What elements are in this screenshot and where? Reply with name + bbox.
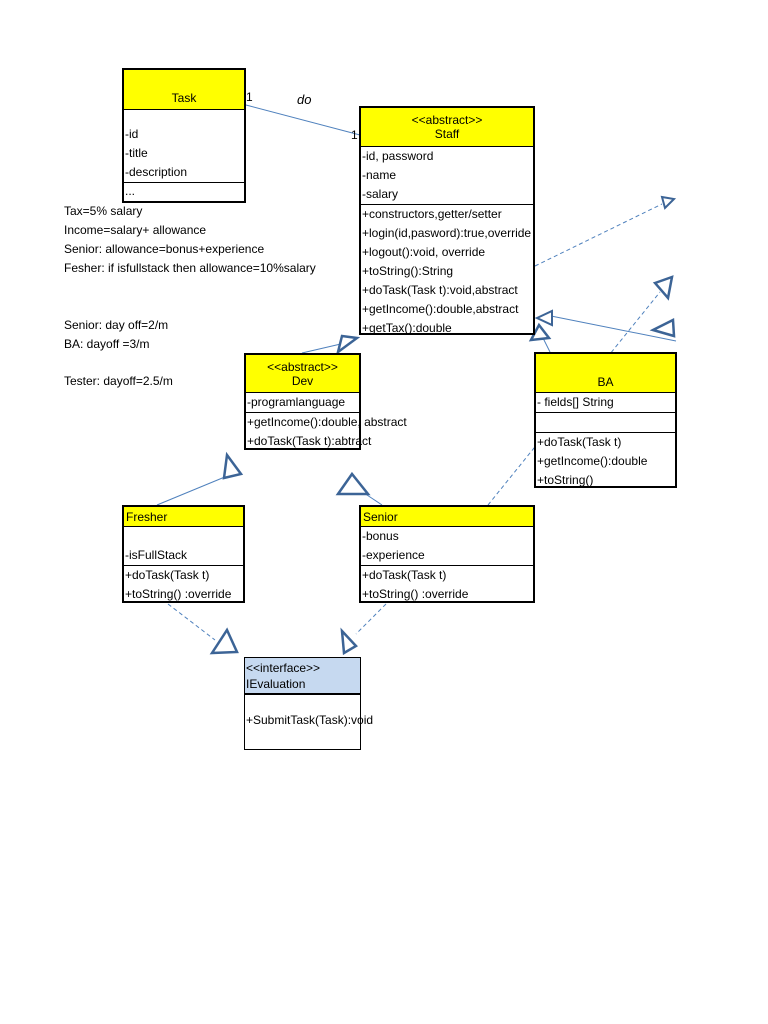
note-dayoff-tester: Tester: dayoff=2.5/m xyxy=(64,374,173,388)
ba-class-name: BA xyxy=(536,354,675,393)
staff-op-gettax: +getTax():double xyxy=(362,321,452,335)
task-attr-title: -title xyxy=(125,146,148,160)
fresher-class[interactable]: Fresher -isFullStack +doTask(Task t) +to… xyxy=(122,505,245,603)
staff-multiplicity: 1 xyxy=(351,128,358,142)
association-label: do xyxy=(297,92,312,107)
staff-class-name: Staff xyxy=(434,127,460,141)
association-line xyxy=(245,104,361,136)
staff-stereotype: <<abstract>> xyxy=(411,113,483,127)
task-attr-id: -id xyxy=(125,127,139,141)
note-senior-allowance: Senior: allowance=bonus+experience xyxy=(64,242,265,256)
task-class-name: Task xyxy=(124,70,244,110)
staff-class-header: <<abstract>> Staff xyxy=(361,108,533,147)
fresher-attr-isfullstack: -isFullStack xyxy=(125,548,188,562)
staff-interface-arrowhead xyxy=(660,195,677,210)
ievaluation-header: <<interface>> IEvaluation xyxy=(245,658,360,695)
fresher-ieval-arrowhead xyxy=(209,627,239,655)
staff-op-dotask: +doTask(Task t):void,abstract xyxy=(362,283,518,297)
staff-interface-line xyxy=(534,203,663,267)
note-fresher-allowance: Fesher: if isfullstack then allowance=10… xyxy=(64,261,316,275)
task-attr-description: -description xyxy=(125,165,188,179)
ba-class[interactable]: BA - fields[] String +doTask(Task t) +ge… xyxy=(534,352,677,488)
ba-op-tostring: +toString() xyxy=(537,473,594,487)
ievaluation-name: IEvaluation xyxy=(246,677,306,691)
senior-attr-experience: -experience xyxy=(362,548,425,562)
senior-attr-bonus: -bonus xyxy=(362,529,399,543)
dev-class-header: <<abstract>> Dev xyxy=(246,355,359,393)
staff-attr-salary: -salary xyxy=(362,187,399,201)
staff-op-getincome: +getIncome():double,abstract xyxy=(362,302,519,316)
staff-op-logout: +logout():void, override xyxy=(362,245,486,259)
ba-op-getincome: +getIncome():double xyxy=(537,454,648,468)
task-ops: ... xyxy=(124,182,244,200)
staff-op-tostring: +toString():String xyxy=(362,264,454,278)
dev-op-getincome: +getIncome():double, abstract xyxy=(246,412,407,432)
fresher-class-name: Fresher xyxy=(124,507,243,527)
ievaluation-interface[interactable]: <<interface>> IEvaluation +SubmitTask(Ta… xyxy=(244,657,374,750)
dev-class[interactable]: <<abstract>> Dev -programlanguage +getIn… xyxy=(244,353,407,450)
staff-class[interactable]: <<abstract>> Staff -id, password -name -… xyxy=(359,106,535,335)
offscreen-arrowhead-2 xyxy=(649,318,676,338)
fresher-realization-line xyxy=(167,603,216,641)
tester-staff-arrowhead xyxy=(534,309,553,327)
senior-dev-arrowhead xyxy=(335,471,371,496)
senior-class[interactable]: Senior -bonus -experience +doTask(Task t… xyxy=(359,505,535,603)
ba-attr-fields: - fields[] String xyxy=(537,395,614,409)
dev-class-name: Dev xyxy=(291,374,314,388)
fresher-op-dotask: +doTask(Task t) xyxy=(124,565,243,585)
note-income: Income=salary+ allowance xyxy=(64,223,207,237)
ievaluation-op-submittask: +SubmitTask(Task):void xyxy=(246,713,374,727)
ba-op-dotask: +doTask(Task t) xyxy=(536,432,675,452)
note-tax: Tax=5% salary xyxy=(64,204,143,218)
fresher-attr-empty xyxy=(124,527,243,546)
staff-attr-name: -name xyxy=(362,168,397,182)
dev-attr-programlanguage: -programlanguage xyxy=(247,395,346,409)
fresher-op-tostring: +toString() :override xyxy=(125,587,232,601)
dev-stereotype: <<abstract>> xyxy=(267,360,338,374)
staff-op-constructors: +constructors,getter/setter xyxy=(361,204,533,224)
fresher-dev-arrowhead xyxy=(222,451,244,480)
fresher-generalization-line xyxy=(156,473,233,506)
dev-staff-arrowhead xyxy=(335,334,361,356)
staff-op-login: +login(id,pasword):true,override xyxy=(362,226,532,240)
staff-attr-id: -id, password xyxy=(362,149,434,163)
dev-generalization-line xyxy=(301,342,346,354)
note-dayoff-senior: Senior: day off=2/m xyxy=(64,318,169,332)
task-class[interactable]: Task -id -title -description ... xyxy=(122,68,246,203)
offscreen-arrowhead-1 xyxy=(652,275,674,301)
senior-op-tostring: +toString() :override xyxy=(362,587,469,601)
task-multiplicity: 1 xyxy=(246,90,253,104)
tester-generalization-line xyxy=(550,315,677,342)
ba-staff-arrowhead xyxy=(528,322,552,342)
dev-op-dotask: +doTask(Task t):abtract xyxy=(247,434,372,448)
ba-attr-empty xyxy=(536,412,675,432)
senior-class-name: Senior xyxy=(361,507,533,527)
ievaluation-stereotype: <<interface>> xyxy=(246,661,321,675)
note-dayoff-ba: BA: dayoff =3/m xyxy=(64,337,150,351)
senior-ieval-line xyxy=(355,603,387,635)
senior-ieval-arrowhead xyxy=(340,627,358,656)
senior-op-dotask: +doTask(Task t) xyxy=(361,565,533,585)
